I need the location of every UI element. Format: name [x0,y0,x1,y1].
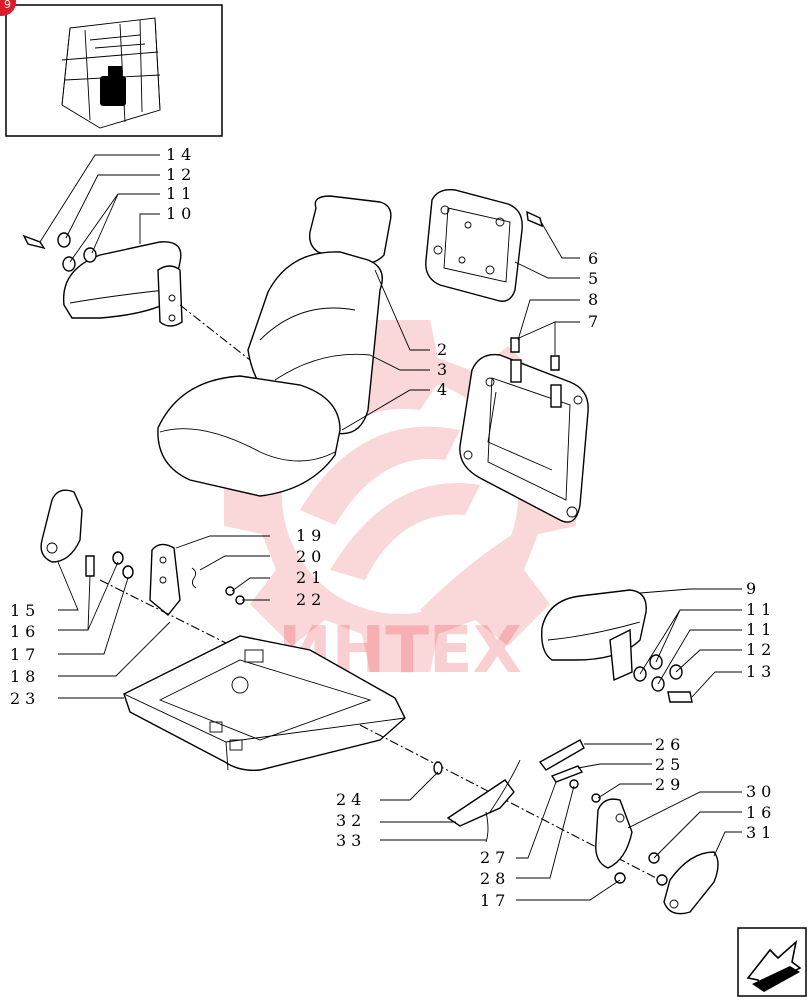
seat-cushion-assembly [157,195,392,497]
callout-22: 22 [296,590,326,609]
leader-lines [39,154,742,901]
callout-12: 12 [166,165,196,184]
callout-9: 9 [746,579,761,598]
callout-11: 11 [746,600,776,619]
callout-6: 6 [588,249,603,268]
callout-17: 17 [10,645,40,664]
left-armrest [22,232,251,361]
callout-10: 10 [166,204,196,223]
callout-3: 3 [437,360,452,379]
callout-19: 19 [296,526,326,545]
right-armrest [541,589,693,703]
callout-25: 25 [655,755,685,774]
callout-labels: 14 12 11 10 6 5 8 7 2 3 4 19 20 21 22 15… [10,145,776,910]
callout-7: 7 [588,312,603,331]
svg-text:9: 9 [4,0,11,11]
callout-20: 20 [296,547,326,566]
callout-2: 2 [437,340,452,359]
callout-11: 11 [746,620,776,639]
back-panel [425,189,544,302]
callout-14: 14 [166,145,196,164]
callout-17: 17 [480,891,510,910]
callout-5: 5 [588,269,603,288]
callout-26: 26 [655,735,685,754]
page-badge: 9 [0,0,16,16]
callout-30: 30 [746,782,776,801]
callout-18: 18 [10,667,40,686]
callout-16: 16 [10,622,40,641]
callout-11: 11 [166,184,196,203]
callout-33: 33 [336,831,366,850]
callout-29: 29 [655,775,685,794]
seat-frame [459,337,589,523]
callout-8: 8 [588,290,603,309]
callout-31: 31 [746,823,776,842]
callout-23: 23 [10,689,40,708]
next-page-arrow-icon[interactable] [737,927,807,997]
callout-15: 15 [10,601,40,620]
seat-base [123,635,661,881]
right-lower-parts [433,739,719,915]
callout-27: 27 [480,848,510,867]
callout-24: 24 [336,790,366,809]
callout-32: 32 [336,811,366,830]
callout-4: 4 [437,380,452,399]
callout-28: 28 [480,869,510,888]
callout-21: 21 [296,568,326,587]
left-bracket [40,489,245,651]
cab-thumbnail [5,4,223,137]
callout-12: 12 [746,640,776,659]
callout-16: 16 [746,803,776,822]
callout-13: 13 [746,662,776,681]
